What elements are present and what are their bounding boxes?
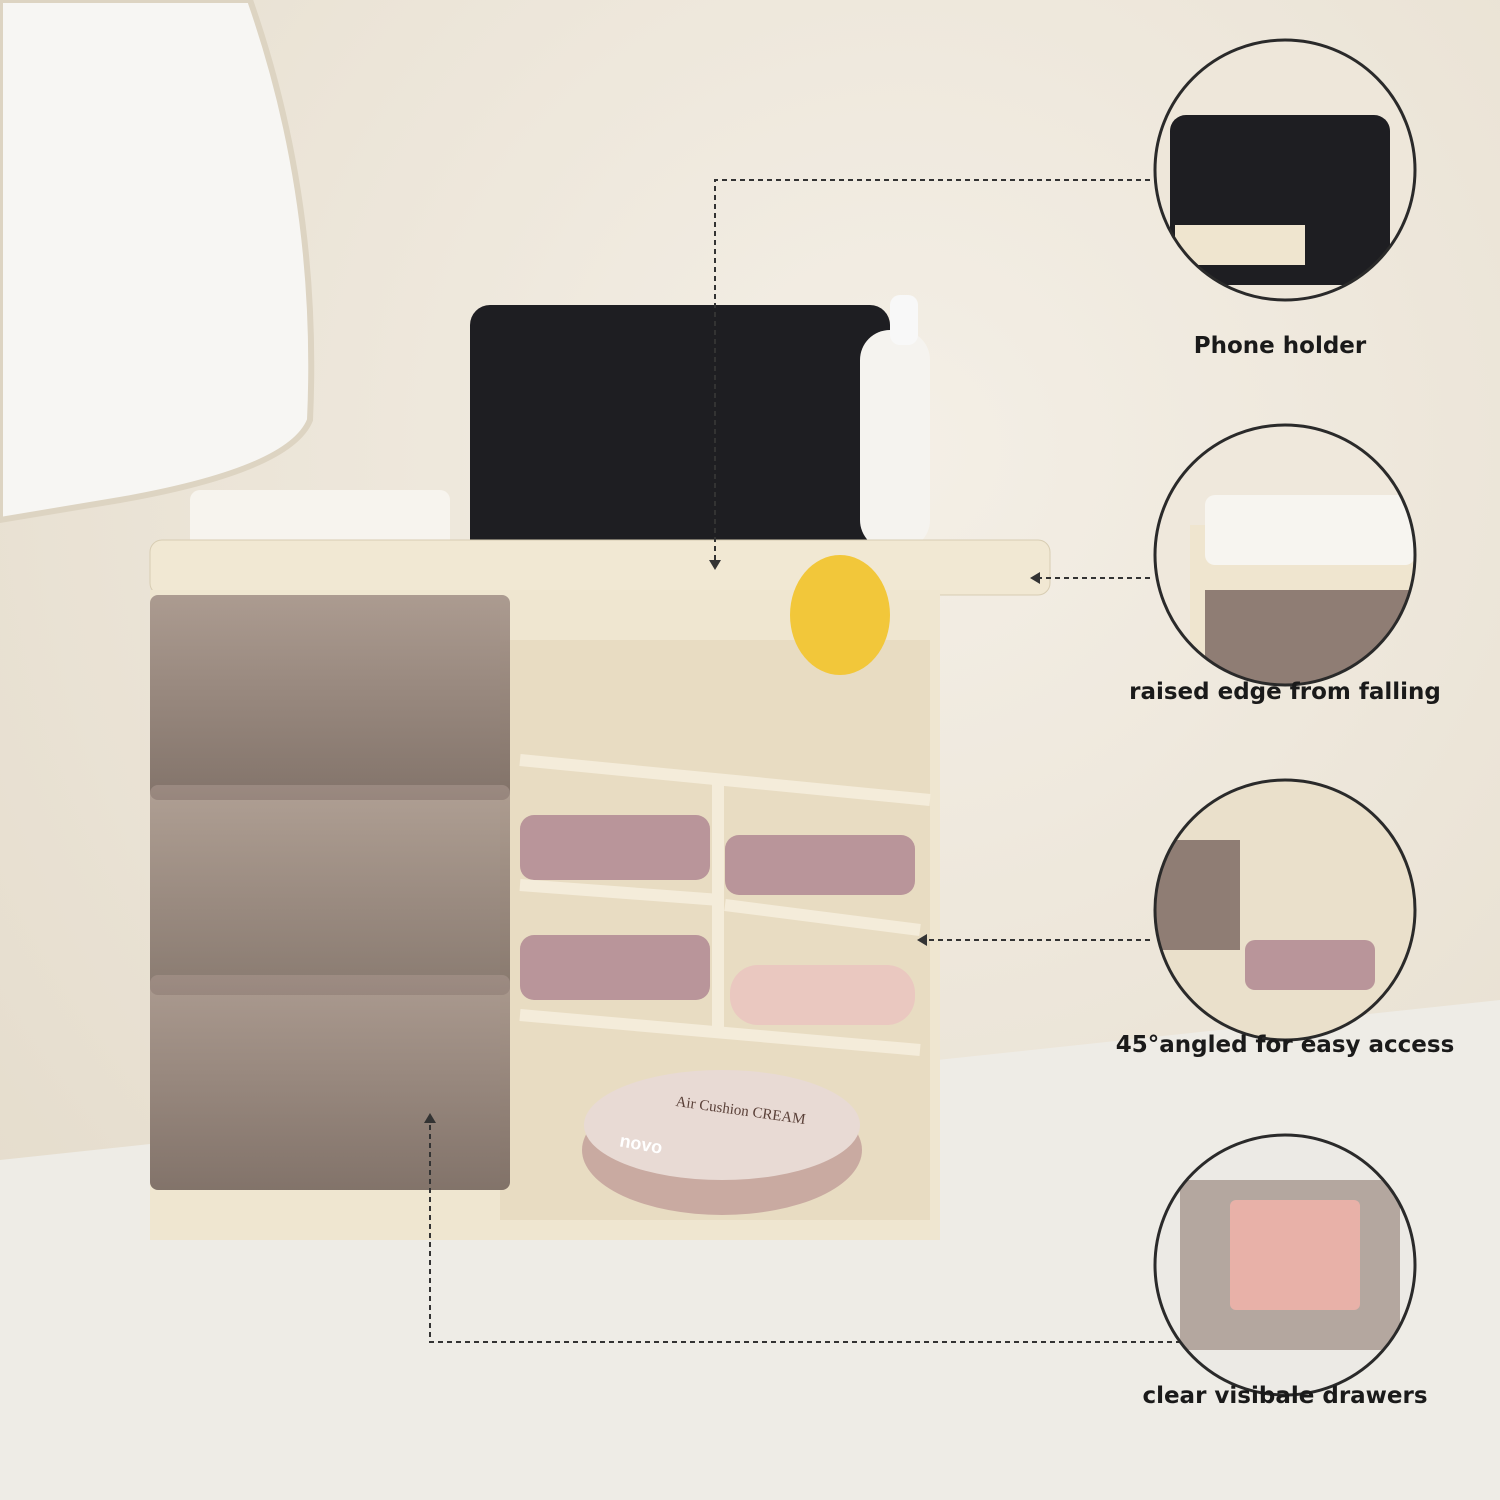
callout-label-angled: 45°angled for easy access: [1115, 1032, 1455, 1058]
callout-label-phone-holder: Phone holder: [1193, 333, 1367, 359]
callout-label-drawers: clear visibale drawers: [1142, 1383, 1428, 1409]
serum-bottle: [860, 330, 930, 550]
phone: [470, 305, 890, 565]
pear-figurine: [790, 555, 890, 675]
cushion-compact-lid: [584, 1070, 860, 1180]
compartment-dividers: [519, 754, 931, 1056]
drawer-top[interactable]: [150, 595, 510, 800]
lipsticks: [520, 815, 915, 1000]
drawer-middle[interactable]: [150, 785, 510, 995]
callout-label-raised-edge: raised edge from falling: [1129, 679, 1441, 705]
organizer: Air Cushion CREAM novo: [149, 295, 1051, 1240]
callout-arrowheads: [424, 560, 1040, 1123]
serum-dropper: [890, 295, 918, 345]
callout-circle-phone: [1153, 38, 1417, 302]
drawer-bottom[interactable]: [150, 975, 510, 1190]
callout-circle-angled: [1153, 778, 1417, 1042]
callout-lines: [429, 179, 1190, 1343]
callout-circle-drawers: [1153, 1133, 1417, 1397]
mirror: [0, 0, 315, 524]
top-tray: [149, 539, 1051, 596]
makeup-sponges: [730, 965, 915, 1025]
